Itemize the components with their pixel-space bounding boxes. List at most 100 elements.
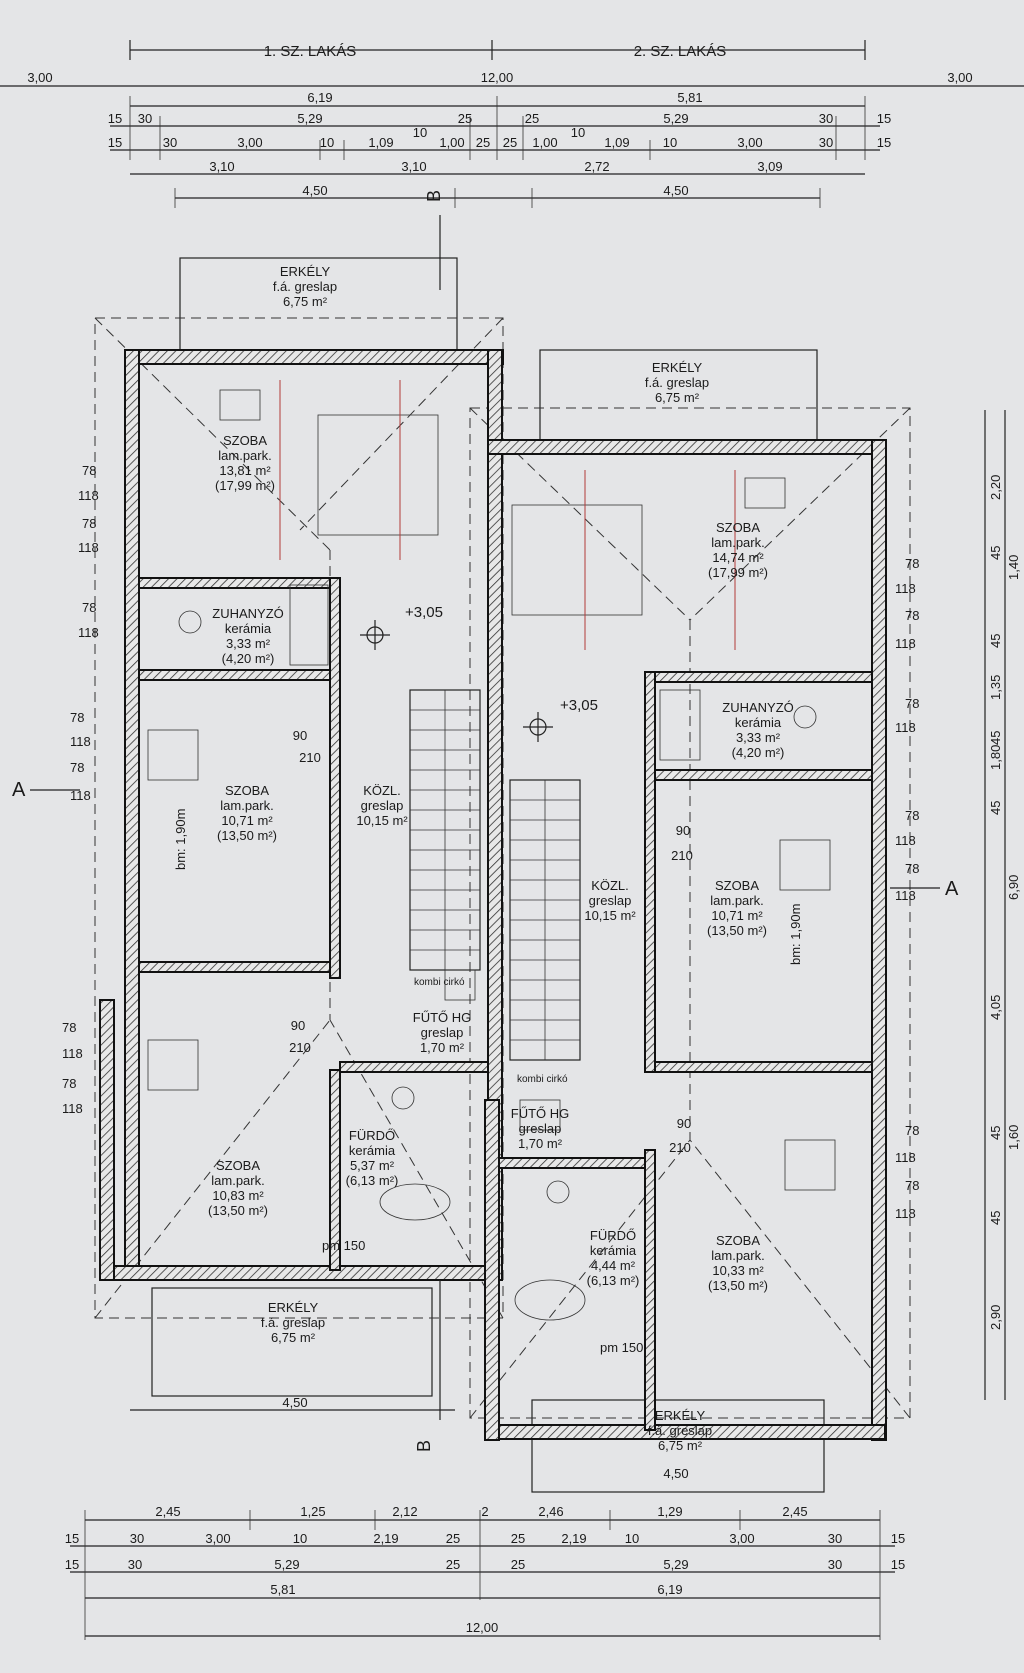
room-label-szoba-w-line-0: SZOBA (225, 783, 269, 798)
svg-text:2,72: 2,72 (584, 159, 609, 174)
room-label-furdo-w-line-3: (6,13 m²) (346, 1173, 399, 1188)
room-label-erkely-nw-line-2: 6,75 m² (283, 294, 328, 309)
svg-text:4,50: 4,50 (663, 183, 688, 198)
svg-text:5,29: 5,29 (274, 1557, 299, 1572)
room-label-szoba-nw-line-0: SZOBA (223, 433, 267, 448)
svg-text:3,00: 3,00 (737, 135, 762, 150)
svg-text:118: 118 (62, 1101, 83, 1116)
room-label-kozl-e-line-2: 10,15 m² (584, 908, 636, 923)
svg-text:kombi cirkó: kombi cirkó (414, 977, 465, 988)
svg-text:90: 90 (676, 823, 690, 838)
stairs (409, 689, 581, 1061)
room-label-kozl-e-line-0: KÖZL. (591, 878, 629, 893)
room-label-szoba-e-line-2: 10,71 m² (711, 908, 763, 923)
dim-balcony-4-50-right: 4,50 (663, 1466, 688, 1481)
room-label-erkely-ne-line-2: 6,75 m² (655, 390, 700, 405)
room-label-szoba-se-line-0: SZOBA (716, 1233, 760, 1248)
svg-text:3,10: 3,10 (209, 159, 234, 174)
svg-text:118: 118 (78, 488, 99, 503)
room-label-szoba-w-line-2: 10,71 m² (221, 813, 273, 828)
room-label-furdo-w-line-1: kerámia (349, 1143, 396, 1158)
svg-text:118: 118 (895, 720, 916, 735)
svg-text:2,20: 2,20 (988, 475, 1003, 500)
room-label-furdo-e-line-2: 4,44 m² (591, 1258, 636, 1273)
svg-text:25: 25 (446, 1531, 460, 1546)
svg-text:12,00: 12,00 (466, 1620, 499, 1635)
room-label-szoba-ne-line-1: lam.park. (711, 535, 764, 550)
svg-text:5,29: 5,29 (297, 111, 322, 126)
svg-text:1,60: 1,60 (1006, 1125, 1021, 1150)
bottom-dimension-chains: ERKÉLY 4,50 4,50 2,45 1,25 2,12 2 2,46 1… (65, 1395, 905, 1640)
room-label-futo-e-line-1: greslap (519, 1121, 562, 1136)
svg-text:78: 78 (905, 808, 919, 823)
svg-text:3,00: 3,00 (237, 135, 262, 150)
flat2-header: 2. SZ. LAKÁS (634, 43, 727, 60)
room-label-furdo-w-line-0: FÜRDŐ (349, 1128, 395, 1143)
walls-right-unit (484, 439, 887, 1441)
svg-text:78: 78 (70, 710, 84, 725)
svg-text:10: 10 (293, 1531, 307, 1546)
right-dimension-chain: 2,20 45 1,40 45 1,35 45 1,80 45 6,90 4,0… (984, 410, 1021, 1400)
svg-text:30: 30 (128, 1557, 142, 1572)
svg-text:pm 150: pm 150 (322, 1238, 365, 1253)
room-label-szoba-w-line-1: lam.park. (220, 798, 273, 813)
door-annotations: 90 210 90 210 90 210 90 210 pm 150 pm 15… (173, 728, 803, 1355)
svg-text:45: 45 (988, 634, 1003, 648)
svg-text:2,19: 2,19 (373, 1531, 398, 1546)
svg-text:2: 2 (481, 1504, 488, 1519)
room-label-futo-w-line-2: 1,70 m² (420, 1040, 465, 1055)
room-label-futo-e-line-2: 1,70 m² (518, 1136, 563, 1151)
svg-text:30: 30 (828, 1531, 842, 1546)
svg-text:bm: 1,90m: bm: 1,90m (788, 904, 803, 965)
svg-text:210: 210 (669, 1140, 691, 1155)
room-label-szoba-nw-line-2: 13,81 m² (219, 463, 271, 478)
section-marks: A A B B (12, 190, 959, 1452)
room-label-szoba-se-line-1: lam.park. (711, 1248, 764, 1263)
room-label-furdo-w-line-2: 5,37 m² (350, 1158, 395, 1173)
svg-text:118: 118 (70, 734, 91, 749)
svg-text:25: 25 (476, 135, 490, 150)
room-label-szoba-sw-line-0: SZOBA (216, 1158, 260, 1173)
section-a-right: A (945, 878, 959, 900)
svg-text:15: 15 (65, 1531, 79, 1546)
svg-text:15: 15 (891, 1531, 905, 1546)
svg-text:78: 78 (82, 463, 96, 478)
svg-text:78: 78 (905, 556, 919, 571)
svg-text:2,12: 2,12 (392, 1504, 417, 1519)
svg-text:10: 10 (663, 135, 677, 150)
svg-text:118: 118 (895, 581, 916, 596)
svg-text:210: 210 (299, 750, 321, 765)
svg-text:pm 150: pm 150 (600, 1340, 643, 1355)
svg-text:30: 30 (138, 111, 152, 126)
svg-text:45: 45 (988, 731, 1003, 745)
svg-text:210: 210 (671, 848, 693, 863)
room-label-futo-e-line-0: FŰTŐ HG (511, 1106, 570, 1121)
svg-text:30: 30 (819, 135, 833, 150)
svg-text:15: 15 (65, 1557, 79, 1572)
room-label-kozl-w-line-1: greslap (361, 798, 404, 813)
room-label-furdo-e-line-3: (6,13 m²) (587, 1273, 640, 1288)
svg-text:5,29: 5,29 (663, 111, 688, 126)
svg-text:90: 90 (293, 728, 307, 743)
room-label-kozl-w-line-2: 10,15 m² (356, 813, 408, 828)
svg-text:45: 45 (988, 801, 1003, 815)
svg-text:78: 78 (905, 1123, 919, 1138)
svg-text:25: 25 (511, 1531, 525, 1546)
svg-text:10: 10 (571, 125, 585, 140)
svg-text:3,09: 3,09 (757, 159, 782, 174)
svg-text:6,19: 6,19 (657, 1582, 682, 1597)
window-annotations: 78 118 78 118 78 118 78 118 78 118 78 11… (62, 463, 919, 1221)
room-label-kozl-w-line-0: KÖZL. (363, 783, 401, 798)
room-label-szoba-ne-line-0: SZOBA (716, 520, 760, 535)
svg-text:15: 15 (877, 111, 891, 126)
svg-text:118: 118 (895, 1206, 916, 1221)
svg-text:90: 90 (291, 1018, 305, 1033)
svg-text:1,35: 1,35 (988, 675, 1003, 700)
room-label-szoba-se-line-2: 10,33 m² (712, 1263, 764, 1278)
svg-text:2,45: 2,45 (155, 1504, 180, 1519)
room-label-erkely-sw-line-0: ERKÉLY (268, 1300, 319, 1315)
svg-text:5,81: 5,81 (270, 1582, 295, 1597)
svg-text:1,25: 1,25 (300, 1504, 325, 1519)
